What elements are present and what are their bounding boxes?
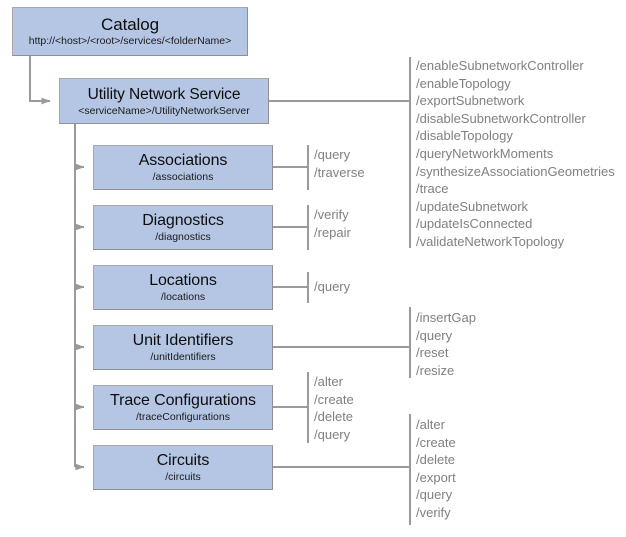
operations-list-service: /enableSubnetworkController/enableTopolo… (416, 57, 615, 251)
operation-item: /resize (416, 362, 455, 378)
operations-list-diagnostics: /verify/repair (314, 206, 351, 241)
node-trace-configurations-title: Trace Configurations (110, 392, 256, 409)
operations-list-unit-identifiers: /insertGap/query/reset/resize (416, 309, 476, 379)
node-locations-title: Locations (149, 272, 217, 289)
operations-list-locations: /query (314, 278, 350, 296)
operation-item: /repair (314, 224, 351, 240)
node-utility-network-service[interactable]: Utility Network Service <serviceName>/Ut… (59, 78, 269, 124)
operation-item: /insertGap (416, 310, 476, 325)
node-associations-title: Associations (138, 152, 228, 169)
operation-item: /queryNetworkMoments (416, 145, 554, 161)
operation-item: /disableSubnetworkController (416, 110, 586, 126)
operations-list-trace-configurations: /alter/create/delete/query (314, 373, 354, 443)
operation-item: /delete (416, 452, 456, 468)
operation-item: /create (314, 391, 354, 407)
edge-catalog-to-service (29, 56, 51, 105)
operation-item: /query (314, 147, 351, 162)
operation-item: /alter (416, 417, 445, 432)
operation-item: /traverse (314, 164, 365, 180)
node-catalog-title: Catalog (101, 15, 159, 34)
node-unit-identifiers-title: Unit Identifiers (132, 332, 234, 349)
operation-item: /enableSubnetworkController (416, 58, 584, 73)
operation-item: /enableTopology (416, 75, 511, 91)
node-diagnostics-title: Diagnostics (142, 212, 224, 229)
node-unit-identifiers[interactable]: Unit Identifiers /unitIdentifiers (93, 325, 273, 370)
node-diagnostics[interactable]: Diagnostics /diagnostics (93, 205, 273, 250)
node-circuits[interactable]: Circuits /circuits (93, 445, 273, 490)
operation-item: /reset (416, 345, 449, 361)
operation-item: /export (416, 469, 456, 485)
node-locations-path: /locations (160, 291, 206, 303)
node-circuits-path: /circuits (165, 471, 201, 483)
node-associations[interactable]: Associations /associations (93, 145, 273, 190)
operation-item: /query (314, 279, 351, 294)
node-catalog-path: http://<host>/<root>/services/<folderNam… (28, 35, 232, 47)
node-circuits-title: Circuits (156, 452, 210, 469)
operation-item: /disableTopology (416, 128, 513, 144)
operation-item: /updateIsConnected (416, 216, 533, 232)
operations-list-associations: /query/traverse (314, 146, 365, 181)
operation-item: /create (416, 434, 456, 450)
operation-item: /query (416, 487, 453, 503)
operation-item: /validateNetworkTopology (416, 233, 565, 249)
node-trace-configurations[interactable]: Trace Configurations /traceConfiguration… (93, 385, 273, 430)
node-associations-path: /associations (152, 171, 214, 183)
operations-list-circuits: /alter/create/delete/export/query/verify (416, 416, 456, 522)
operation-item: /trace (416, 181, 449, 197)
operation-item: /query (416, 327, 453, 343)
node-locations[interactable]: Locations /locations (93, 265, 273, 310)
node-diagnostics-path: /diagnostics (155, 231, 211, 243)
operation-item: /updateSubnetwork (416, 198, 529, 214)
operation-item: /exportSubnetwork (416, 93, 525, 109)
operation-item: /query (314, 426, 351, 442)
operation-item: /verify (416, 504, 451, 520)
node-service-path: <serviceName>/UtilityNetworkServer (78, 104, 250, 117)
operation-item: /synthesizeAssociationGeometries (416, 163, 615, 179)
node-service-title: Utility Network Service (87, 85, 241, 103)
node-unit-identifiers-path: /unitIdentifiers (150, 351, 216, 363)
operation-item: /alter (314, 374, 343, 389)
node-trace-configurations-path: /traceConfigurations (136, 411, 230, 423)
node-catalog[interactable]: Catalog http://<host>/<root>/services/<f… (12, 7, 248, 56)
operation-item: /verify (314, 207, 349, 222)
operation-item: /delete (314, 409, 354, 425)
